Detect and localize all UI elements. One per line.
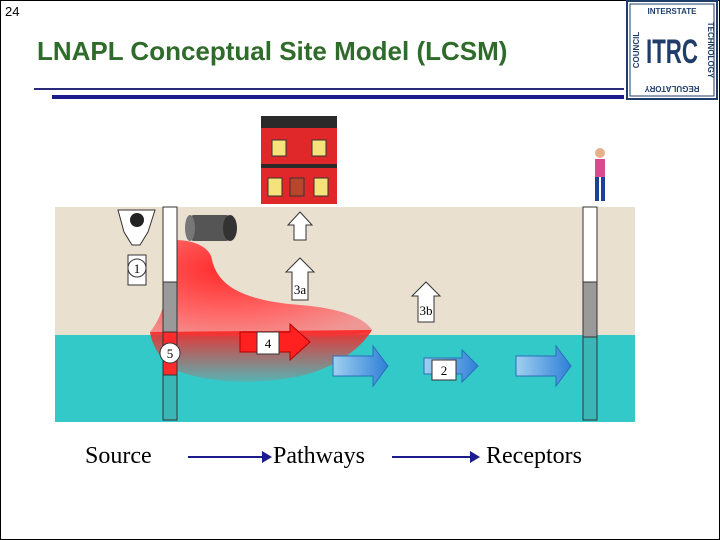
slide-title: LNAPL Conceptual Site Model (LCSM) bbox=[37, 36, 508, 66]
pathways-to-receptors-arrow bbox=[392, 451, 480, 463]
receptor-well bbox=[582, 206, 598, 421]
arrow-4: 4 bbox=[239, 322, 311, 362]
lnapl-plume bbox=[150, 240, 372, 337]
source-to-pathways-arrow bbox=[188, 451, 272, 463]
source-well bbox=[162, 206, 178, 421]
arrow-3b-label: 3b bbox=[420, 303, 433, 318]
arrow-3a-label: 3a bbox=[294, 282, 307, 297]
logo-right-text: TECHNOLOGY bbox=[706, 22, 715, 79]
logo-center-text: ITRC bbox=[646, 33, 698, 71]
person-receptor bbox=[595, 148, 605, 201]
building-receptor bbox=[261, 116, 337, 204]
arrow-3b: 3b bbox=[410, 281, 442, 323]
flow-source-label: Source bbox=[85, 443, 152, 469]
title-underline-thin bbox=[34, 88, 624, 90]
logo-bottom-text: REGULATORY bbox=[644, 84, 700, 93]
arrow-3a: 3a bbox=[284, 211, 316, 301]
dissolved-arrow-b: 2 bbox=[423, 348, 479, 384]
arrow-1: 1 bbox=[127, 254, 147, 286]
arrow-4-label: 4 bbox=[265, 336, 272, 351]
leaking-pipe bbox=[185, 215, 237, 241]
well-5-marker: 5 bbox=[159, 342, 181, 364]
logo-left-text: COUNCIL bbox=[632, 32, 641, 69]
flow-pathways-label: Pathways bbox=[273, 443, 365, 469]
logo-top-text: INTERSTATE bbox=[647, 7, 697, 16]
itrc-logo: INTERSTATE REGULATORY COUNCIL TECHNOLOGY… bbox=[626, 0, 718, 100]
lcsm-diagram: 1 3a 3b 4 5 2 bbox=[55, 116, 635, 422]
surface-release-icon bbox=[117, 209, 156, 246]
title-underline-thick bbox=[52, 95, 624, 99]
well-5-label: 5 bbox=[167, 346, 174, 361]
dissolved-arrow-a bbox=[332, 344, 389, 388]
lnapl-smear-zone bbox=[150, 330, 372, 382]
arrow-2-label: 2 bbox=[441, 363, 448, 378]
page-number: 24 bbox=[5, 4, 20, 19]
arrow-1-label: 1 bbox=[134, 261, 141, 276]
dissolved-arrow-c bbox=[515, 344, 572, 388]
flow-receptors-label: Receptors bbox=[486, 443, 582, 469]
